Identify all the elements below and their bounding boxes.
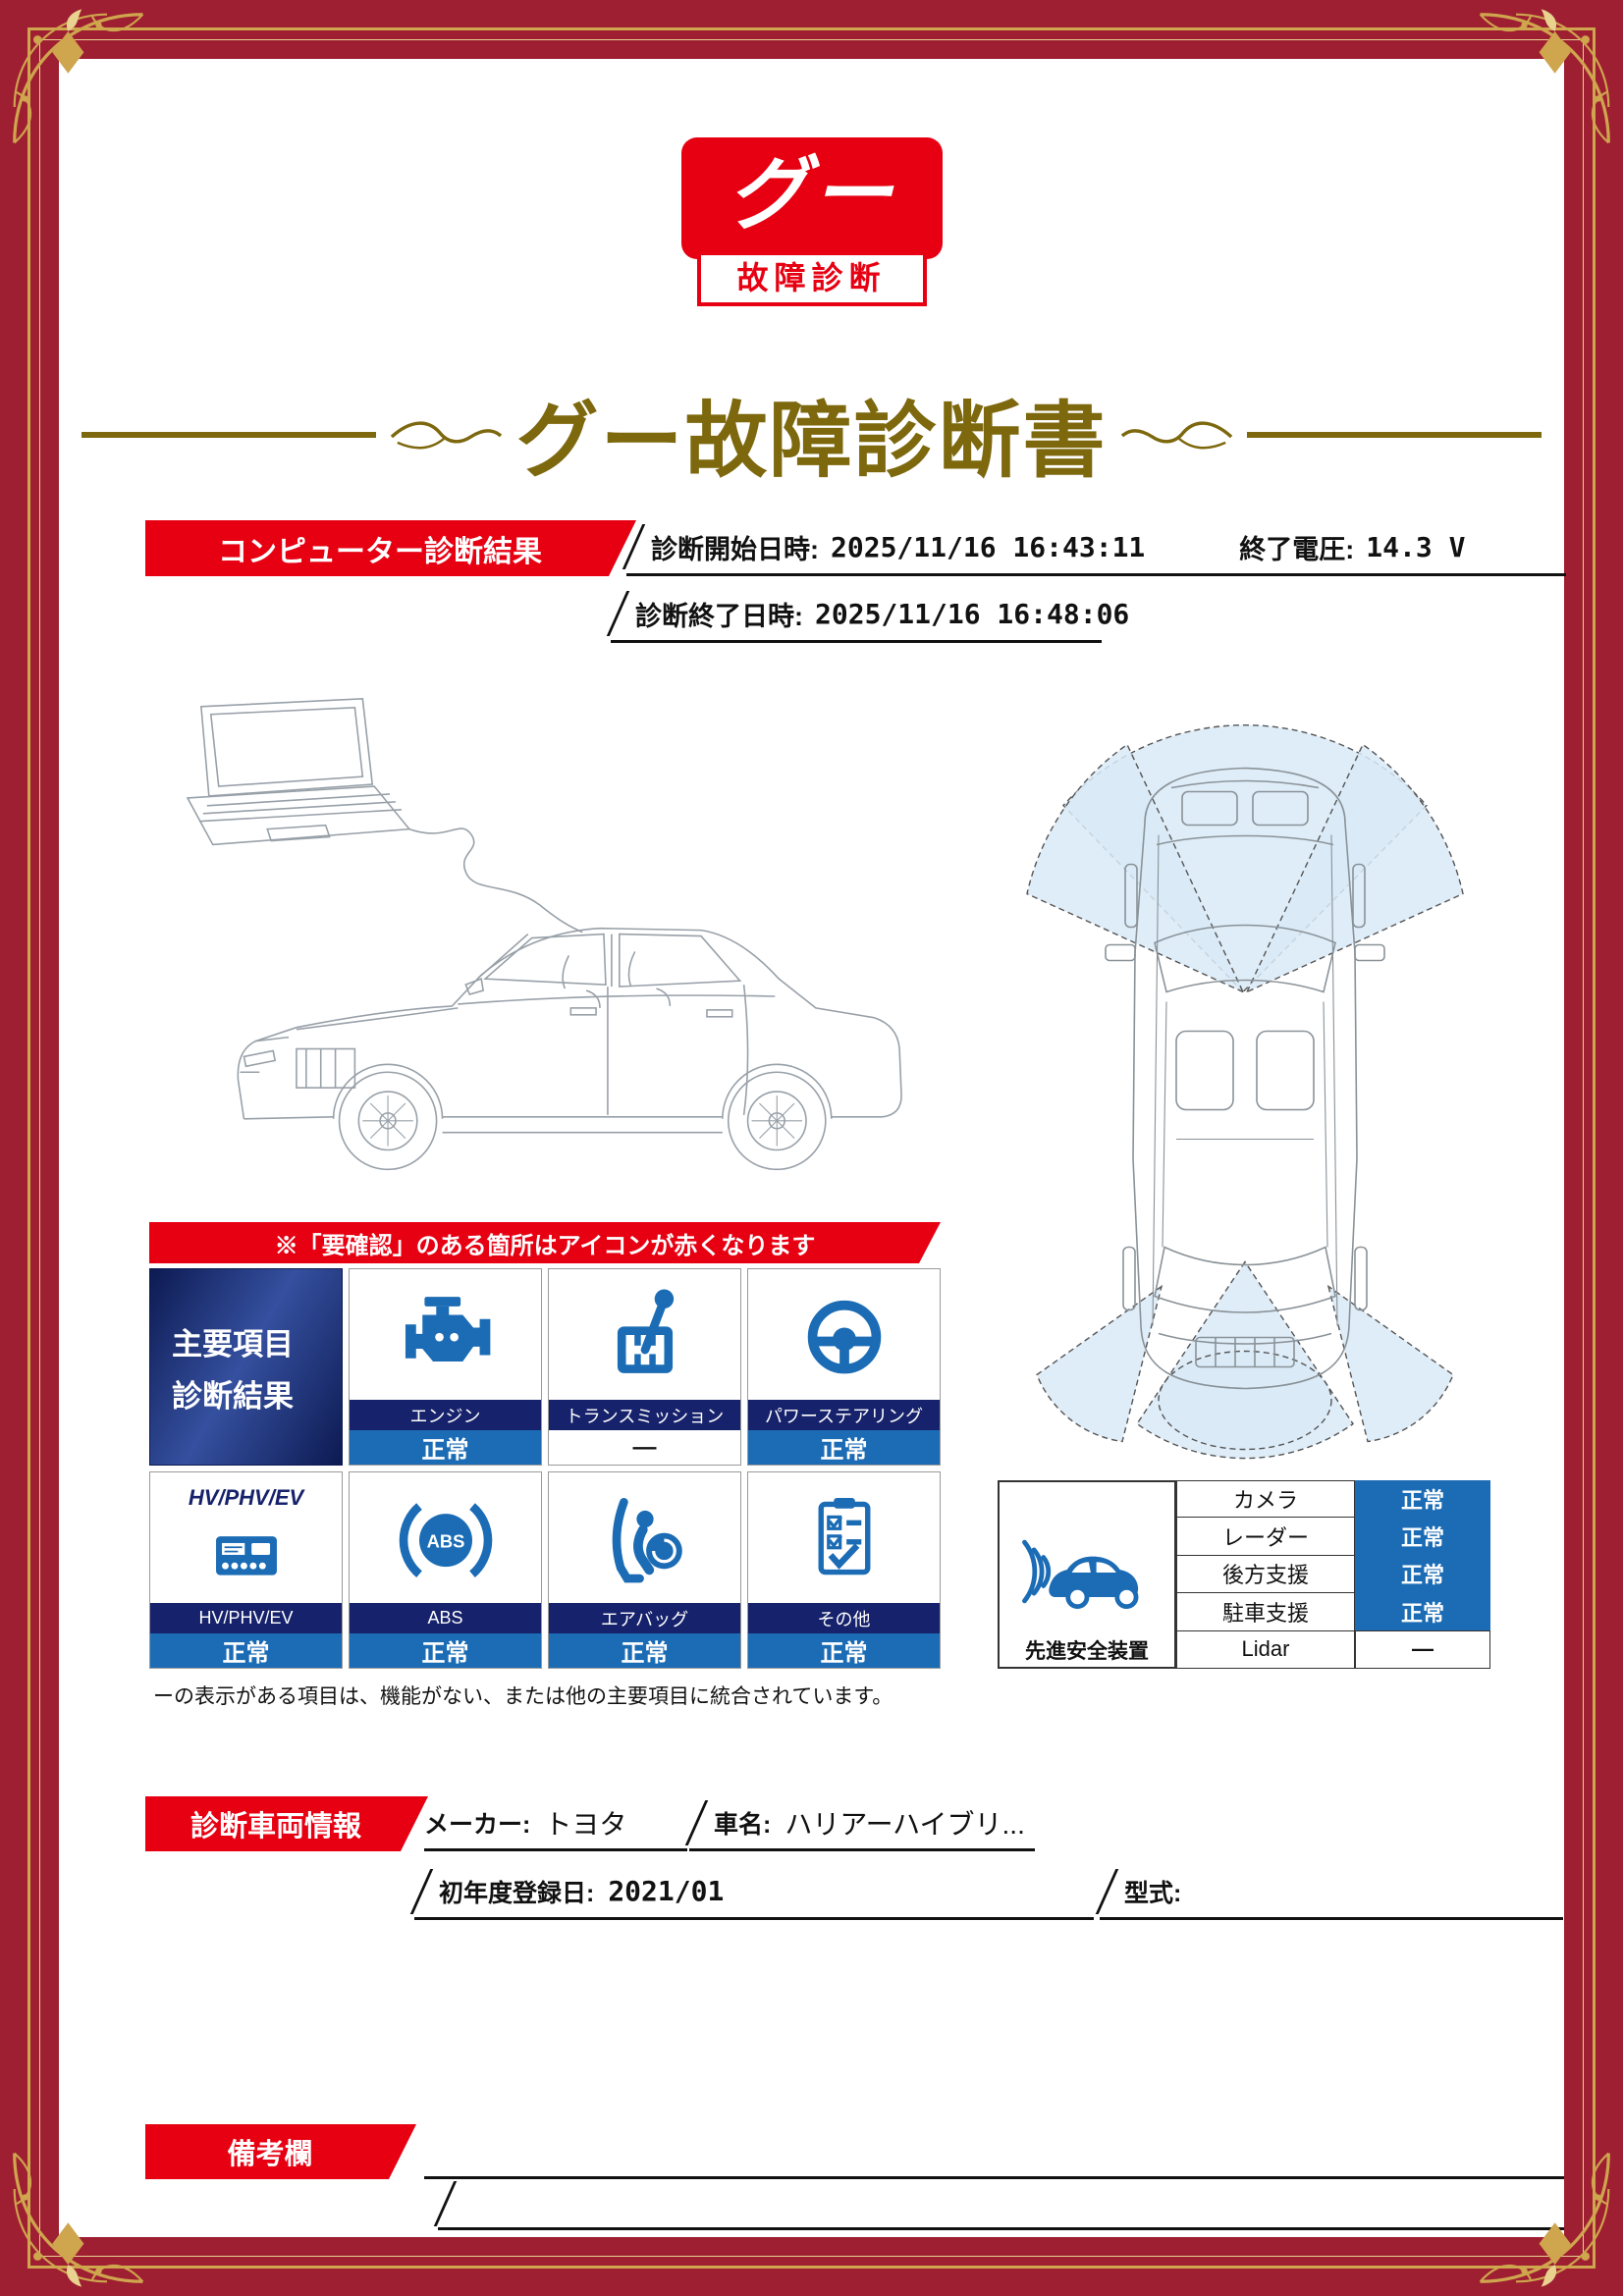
flourish-left-icon	[391, 420, 503, 449]
safety-devices-label: 先進安全装置	[1025, 1640, 1149, 1663]
maker-field: メーカー: トヨタ	[424, 1796, 687, 1851]
remarks-line-1	[424, 2124, 1564, 2179]
diag-status: 正常	[350, 1633, 541, 1668]
goo-logo: グー 故障診断	[680, 137, 943, 306]
checklist-icon	[818, 1497, 870, 1575]
hv-tag: HV/PHV/EV	[188, 1484, 304, 1510]
diag-label: パワーステアリング	[748, 1400, 940, 1430]
diag-label: その他	[748, 1603, 940, 1633]
main-results-grid: 主要項目 診断結果 エンジン 正常	[149, 1268, 941, 1669]
engine-icon	[405, 1296, 490, 1362]
report-sheet: グー 故障診断 グー故障診断書 コンピューター診断結果 診断開始日時: 2	[59, 59, 1566, 2237]
title-rule-right	[1246, 431, 1542, 438]
divider-slash	[433, 2180, 458, 2226]
divider-slash	[1095, 1868, 1119, 1914]
safety-devices-header-cell: 先進安全装置	[998, 1480, 1176, 1669]
registration-label: 初年度登録日:	[439, 1879, 595, 1907]
title-row: グー故障診断書	[59, 375, 1564, 494]
diag-status: 正常	[748, 1430, 940, 1465]
divider-slash	[684, 1799, 709, 1845]
title-rule-left	[81, 431, 377, 438]
diag-status: —	[549, 1430, 740, 1465]
remarks-line-2	[433, 2179, 1564, 2230]
flourish-right-icon	[1120, 420, 1232, 449]
diagnosis-start-label: 診断開始日時:	[651, 534, 819, 564]
diag-label: ABS	[350, 1603, 541, 1633]
diag-cell-power-steering: パワーステアリング 正常	[747, 1268, 941, 1466]
page-title: グー故障診断書	[515, 395, 1108, 487]
divider-slash	[622, 524, 646, 569]
grid-footnote: ーの表示がある項目は、機能がない、または他の主要項目に統合されています。	[153, 1685, 893, 1708]
corner-ornament-icon	[13, 9, 144, 144]
diag-cell-abs: ABS ABS 正常	[349, 1471, 542, 1669]
diag-cell-airbag: エアバッグ 正常	[548, 1471, 741, 1669]
safety-row-radar: レーダー 正常	[1176, 1517, 1490, 1556]
registration-value: 2021/01	[608, 1875, 725, 1907]
car-name-label: 車名:	[714, 1810, 772, 1839]
goo-logo-text: グー	[727, 150, 896, 240]
diag-label: トランスミッション	[549, 1400, 740, 1430]
goo-logo-subtitle: 故障診断	[696, 251, 927, 306]
divider-slash	[606, 591, 630, 636]
diag-status: 正常	[549, 1633, 740, 1668]
diagnosis-start-value: 2025/11/16 16:43:11	[831, 530, 1146, 563]
remarks-banner: 備考欄	[145, 2124, 416, 2179]
corner-ornament-icon	[1479, 2152, 1610, 2287]
safety-row-lidar: Lidar —	[1176, 1629, 1490, 1669]
diag-cell-other: その他 正常	[747, 1471, 941, 1669]
abs-icon: ABS	[399, 1502, 492, 1577]
diagnosis-end-row: 診断終了日時: 2025/11/16 16:48:06	[606, 587, 1129, 643]
transmission-icon	[617, 1289, 674, 1373]
car-top-sensor-zones-illustration	[1026, 723, 1464, 1460]
car-side-wireframe-illustration	[186, 698, 902, 1171]
diagnosis-start-row: 診断開始日時: 2025/11/16 16:43:11 終了電圧: 14.3 V	[622, 520, 1566, 576]
maker-value: トヨタ	[544, 1808, 627, 1840]
safety-row-rear-support: 後方支援 正常	[1176, 1554, 1490, 1594]
end-voltage-value: 14.3 V	[1366, 530, 1466, 563]
hv-battery-icon	[215, 1535, 277, 1575]
safety-row-parking-support: 駐車支援 正常	[1176, 1592, 1490, 1631]
safety-devices-table: 先進安全装置 カメラ 正常 レーダー 正常 後方支援 正常 駐車支援 正常 Li…	[998, 1480, 1490, 1669]
diagnosis-end-label: 診断終了日時:	[635, 601, 803, 631]
diag-status: 正常	[748, 1633, 940, 1668]
corner-ornament-icon	[1479, 9, 1610, 144]
car-name-field: 車名: ハリアーハイブリ...	[684, 1796, 1035, 1851]
svg-text:ABS: ABS	[426, 1530, 464, 1551]
diag-status: 正常	[350, 1430, 541, 1465]
model-field: 型式:	[1095, 1865, 1563, 1920]
registration-field: 初年度登録日: 2021/01	[409, 1865, 1094, 1920]
diag-status: 正常	[150, 1633, 342, 1668]
diagnosis-end-value: 2025/11/16 16:48:06	[815, 597, 1130, 630]
diag-cell-engine: エンジン 正常	[349, 1268, 542, 1466]
diag-label: エンジン	[350, 1400, 541, 1430]
safety-row-camera: カメラ 正常	[1176, 1480, 1490, 1519]
car-name-value: ハリアーハイブリ...	[784, 1808, 1025, 1840]
maker-label: メーカー:	[424, 1810, 531, 1839]
diag-label: HV/PHV/EV	[150, 1603, 342, 1633]
diag-label: エアバッグ	[549, 1603, 740, 1633]
end-voltage-label: 終了電圧:	[1239, 534, 1355, 564]
steering-wheel-icon	[807, 1300, 881, 1373]
divider-slash	[409, 1868, 434, 1914]
model-label: 型式:	[1124, 1879, 1182, 1907]
diag-cell-transmission: トランスミッション —	[548, 1268, 741, 1466]
vehicle-info-banner: 診断車両情報	[145, 1796, 428, 1851]
goo-logo-mark: グー	[680, 137, 943, 259]
corner-ornament-icon	[13, 2152, 144, 2287]
main-results-header: 主要項目 診断結果	[149, 1268, 343, 1466]
warning-strip: ※「要確認」のある箇所はアイコンが赤くなります	[149, 1222, 941, 1263]
diag-cell-hv-phv-ev: HV/PHV/EV HV/PHV/EV 正常	[149, 1471, 343, 1669]
computer-diagnosis-banner: コンピューター診断結果	[145, 520, 636, 576]
sensing-car-icon	[1022, 1539, 1139, 1610]
airbag-icon	[612, 1497, 682, 1582]
